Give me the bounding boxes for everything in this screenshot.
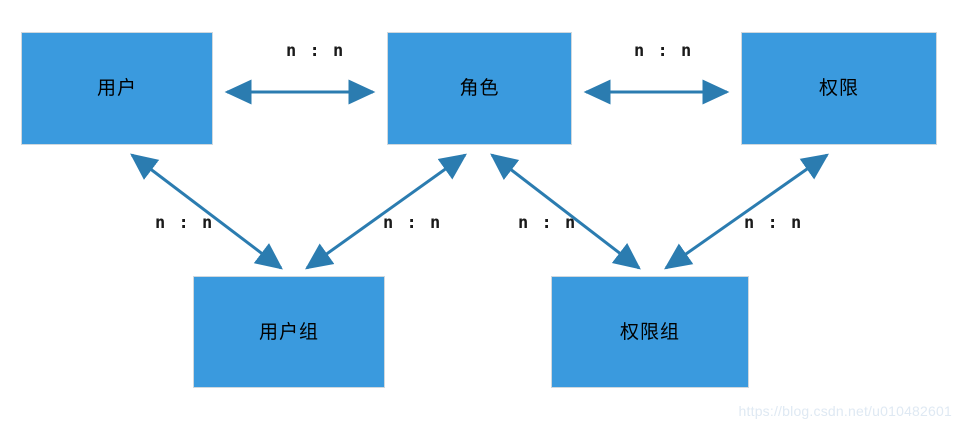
node-user-group[interactable]: 用户组 (193, 276, 385, 388)
watermark: https://blog.csdn.net/u010482601 (738, 403, 952, 419)
edge-label-role-usergroup: n : n (383, 213, 442, 233)
edge-label-permission-permissiongroup: n : n (744, 213, 803, 233)
edge-label-role-permission: n : n (634, 41, 693, 61)
node-permission-label: 权限 (818, 77, 859, 99)
node-role[interactable]: 角色 (387, 32, 572, 145)
node-user[interactable]: 用户 (21, 32, 213, 145)
edge-permission-permissiongroup (664, 153, 829, 270)
node-user-group-label: 用户组 (258, 320, 319, 343)
node-role-label: 角色 (459, 77, 500, 99)
edge-label-user-role: n : n (286, 41, 345, 61)
edge-label-user-usergroup: n : n (155, 213, 214, 233)
edge-label-role-permissiongroup: n : n (518, 213, 577, 233)
node-permission[interactable]: 权限 (741, 32, 937, 145)
edge-user-usergroup (130, 153, 283, 270)
node-user-label: 用户 (96, 77, 137, 99)
node-permission-group[interactable]: 权限组 (551, 276, 749, 388)
edge-role-usergroup (305, 153, 467, 270)
node-permission-group-label: 权限组 (619, 320, 680, 343)
edge-role-permissiongroup (490, 153, 641, 270)
